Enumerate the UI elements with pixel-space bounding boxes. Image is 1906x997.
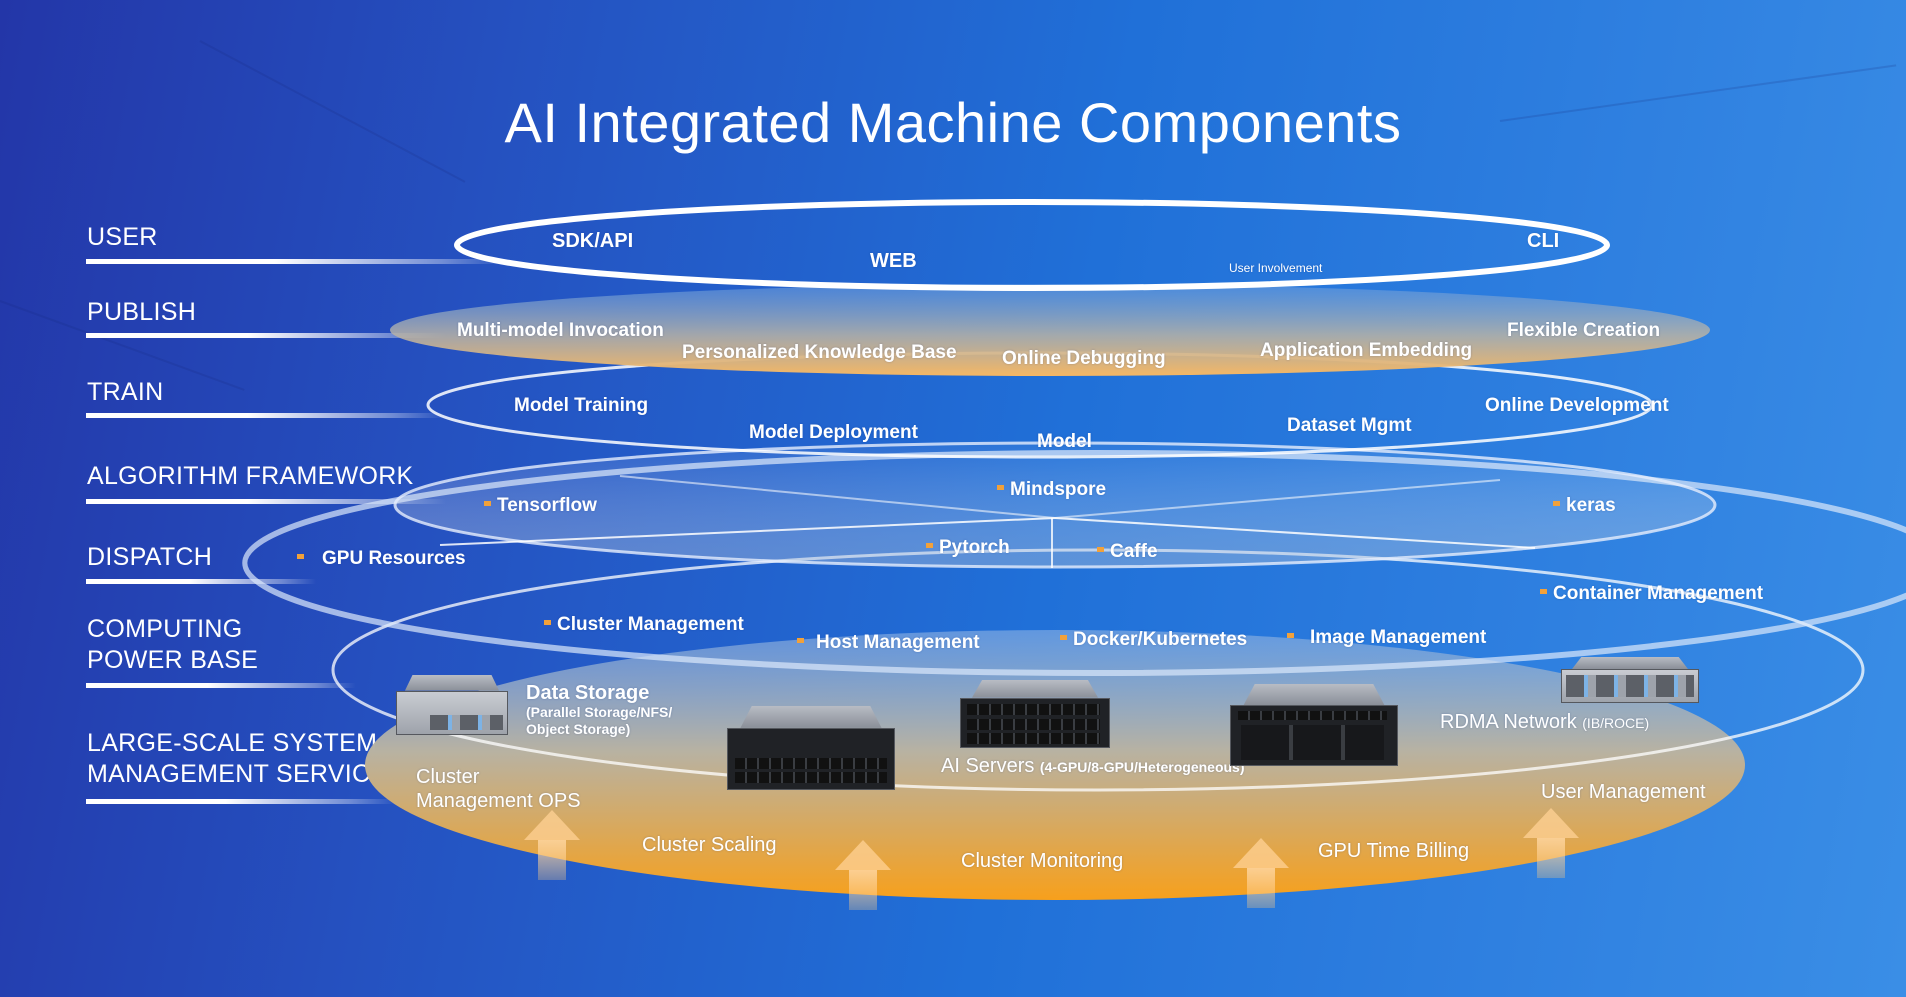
algorithm-item-mindspore: Mindspore <box>997 479 1106 501</box>
train-item: Model <box>1037 431 1092 452</box>
dispatch-item-gpu-resources: GPU Resources <box>297 548 466 570</box>
publish-item: Flexible Creation <box>1507 320 1661 341</box>
bullet-icon <box>484 501 491 507</box>
bullet-icon <box>1287 633 1294 639</box>
ai-server-image <box>960 680 1110 748</box>
algorithm-ring <box>393 441 1717 569</box>
algorithm-divider <box>1054 479 1501 519</box>
up-arrow-icon <box>524 810 580 880</box>
layer-label-user: USER <box>87 223 158 251</box>
user-item-sdk-api: SDK/API <box>552 230 634 252</box>
layer-label-dispatch: DISPATCH <box>87 543 213 571</box>
data-storage-detail: (Parallel Storage/NFS/ <box>526 704 673 720</box>
dispatch-item-docker-kubernetes: Docker/Kubernetes <box>1060 629 1247 651</box>
bullet-icon <box>1060 635 1067 641</box>
management-item-gpu-time-billing: GPU Time Billing <box>1318 840 1470 862</box>
management-item-cluster-ops: Cluster Management OPS <box>416 766 581 812</box>
bullet-icon <box>926 543 933 549</box>
gpu-server-image <box>1230 684 1398 766</box>
layer-divider <box>86 333 446 338</box>
bullet-icon <box>1097 547 1104 553</box>
algorithm-divider <box>619 475 1056 519</box>
layer-label-line: LARGE-SCALE SYSTEM <box>87 729 378 757</box>
layer-divider <box>86 413 446 418</box>
management-disc <box>365 630 1745 900</box>
dispatch-item-host-management: Host Management <box>797 632 980 654</box>
algorithm-item-tensorflow: Tensorflow <box>484 495 597 517</box>
user-ring <box>454 199 1610 291</box>
bullet-icon <box>797 638 804 644</box>
train-item: Online Development <box>1485 395 1669 416</box>
train-item: Model Deployment <box>749 422 918 443</box>
bullet-icon <box>297 554 304 560</box>
layer-divider <box>86 259 506 264</box>
bullet-icon <box>544 620 551 626</box>
publish-item: Personalized Knowledge Base <box>682 342 957 363</box>
layer-label-line: MANAGEMENT SERVICES <box>87 760 405 788</box>
bullet-icon <box>997 485 1004 491</box>
dispatch-item-image-management: Image Management <box>1287 627 1486 649</box>
data-storage-detail: Object Storage) <box>526 721 631 737</box>
management-item-cluster-monitoring: Cluster Monitoring <box>961 850 1124 872</box>
bullet-icon <box>1553 501 1560 507</box>
rdma-switch-image <box>1561 657 1699 703</box>
layer-label-publish: PUBLISH <box>87 298 197 326</box>
data-storage-label: Data Storage <box>526 682 650 704</box>
data-storage-server-image <box>396 675 508 735</box>
layer-label-computing: COMPUTING POWER BASE <box>87 614 258 676</box>
user-item-cli: CLI <box>1527 230 1560 252</box>
up-arrow-icon <box>1523 808 1579 878</box>
publish-item: Online Debugging <box>1002 348 1166 369</box>
algorithm-item-caffe: Caffe <box>1097 541 1158 563</box>
user-item-web: WEB <box>870 250 917 272</box>
layer-divider <box>86 499 446 504</box>
layer-label-line: COMPUTING <box>87 615 243 643</box>
gpu-server-image <box>727 706 895 790</box>
publish-item: Application Embedding <box>1260 340 1473 361</box>
dispatch-item-cluster-management: Cluster Management <box>544 614 744 636</box>
train-item: Dataset Mgmt <box>1287 415 1412 436</box>
management-item-cluster-scaling: Cluster Scaling <box>642 834 777 856</box>
layer-label-line: POWER BASE <box>87 646 259 674</box>
algorithm-divider <box>1054 517 1536 549</box>
layer-divider <box>86 579 316 584</box>
layer-divider <box>86 683 356 688</box>
layer-label-train: TRAIN <box>87 378 164 406</box>
page-title: AI Integrated Machine Components <box>504 90 1402 154</box>
algorithm-divider <box>439 517 1056 546</box>
ai-servers-label: AI Servers (4-GPU/8-GPU/Heterogeneous) <box>941 755 1245 777</box>
up-arrow-icon <box>1233 838 1289 908</box>
management-item-user-management: User Management <box>1541 781 1706 803</box>
algorithm-item-pytorch: Pytorch <box>926 537 1010 559</box>
rdma-network-label: RDMA Network (IB/ROCE) <box>1440 711 1650 733</box>
user-involvement-note: User Involvement <box>1229 261 1323 275</box>
publish-disc <box>390 284 1710 376</box>
up-arrow-icon <box>835 840 891 910</box>
publish-item: Multi-model Invocation <box>457 320 664 341</box>
layer-divider <box>86 799 396 804</box>
algorithm-item-keras: keras <box>1553 495 1616 517</box>
dispatch-item-container-management: Container Management <box>1540 583 1763 605</box>
layer-label-algorithm: ALGORITHM FRAMEWORK <box>87 462 414 490</box>
train-item: Model Training <box>514 395 649 416</box>
bullet-icon <box>1540 589 1547 595</box>
layer-label-management: LARGE-SCALE SYSTEM MANAGEMENT SERVICES <box>87 728 404 790</box>
